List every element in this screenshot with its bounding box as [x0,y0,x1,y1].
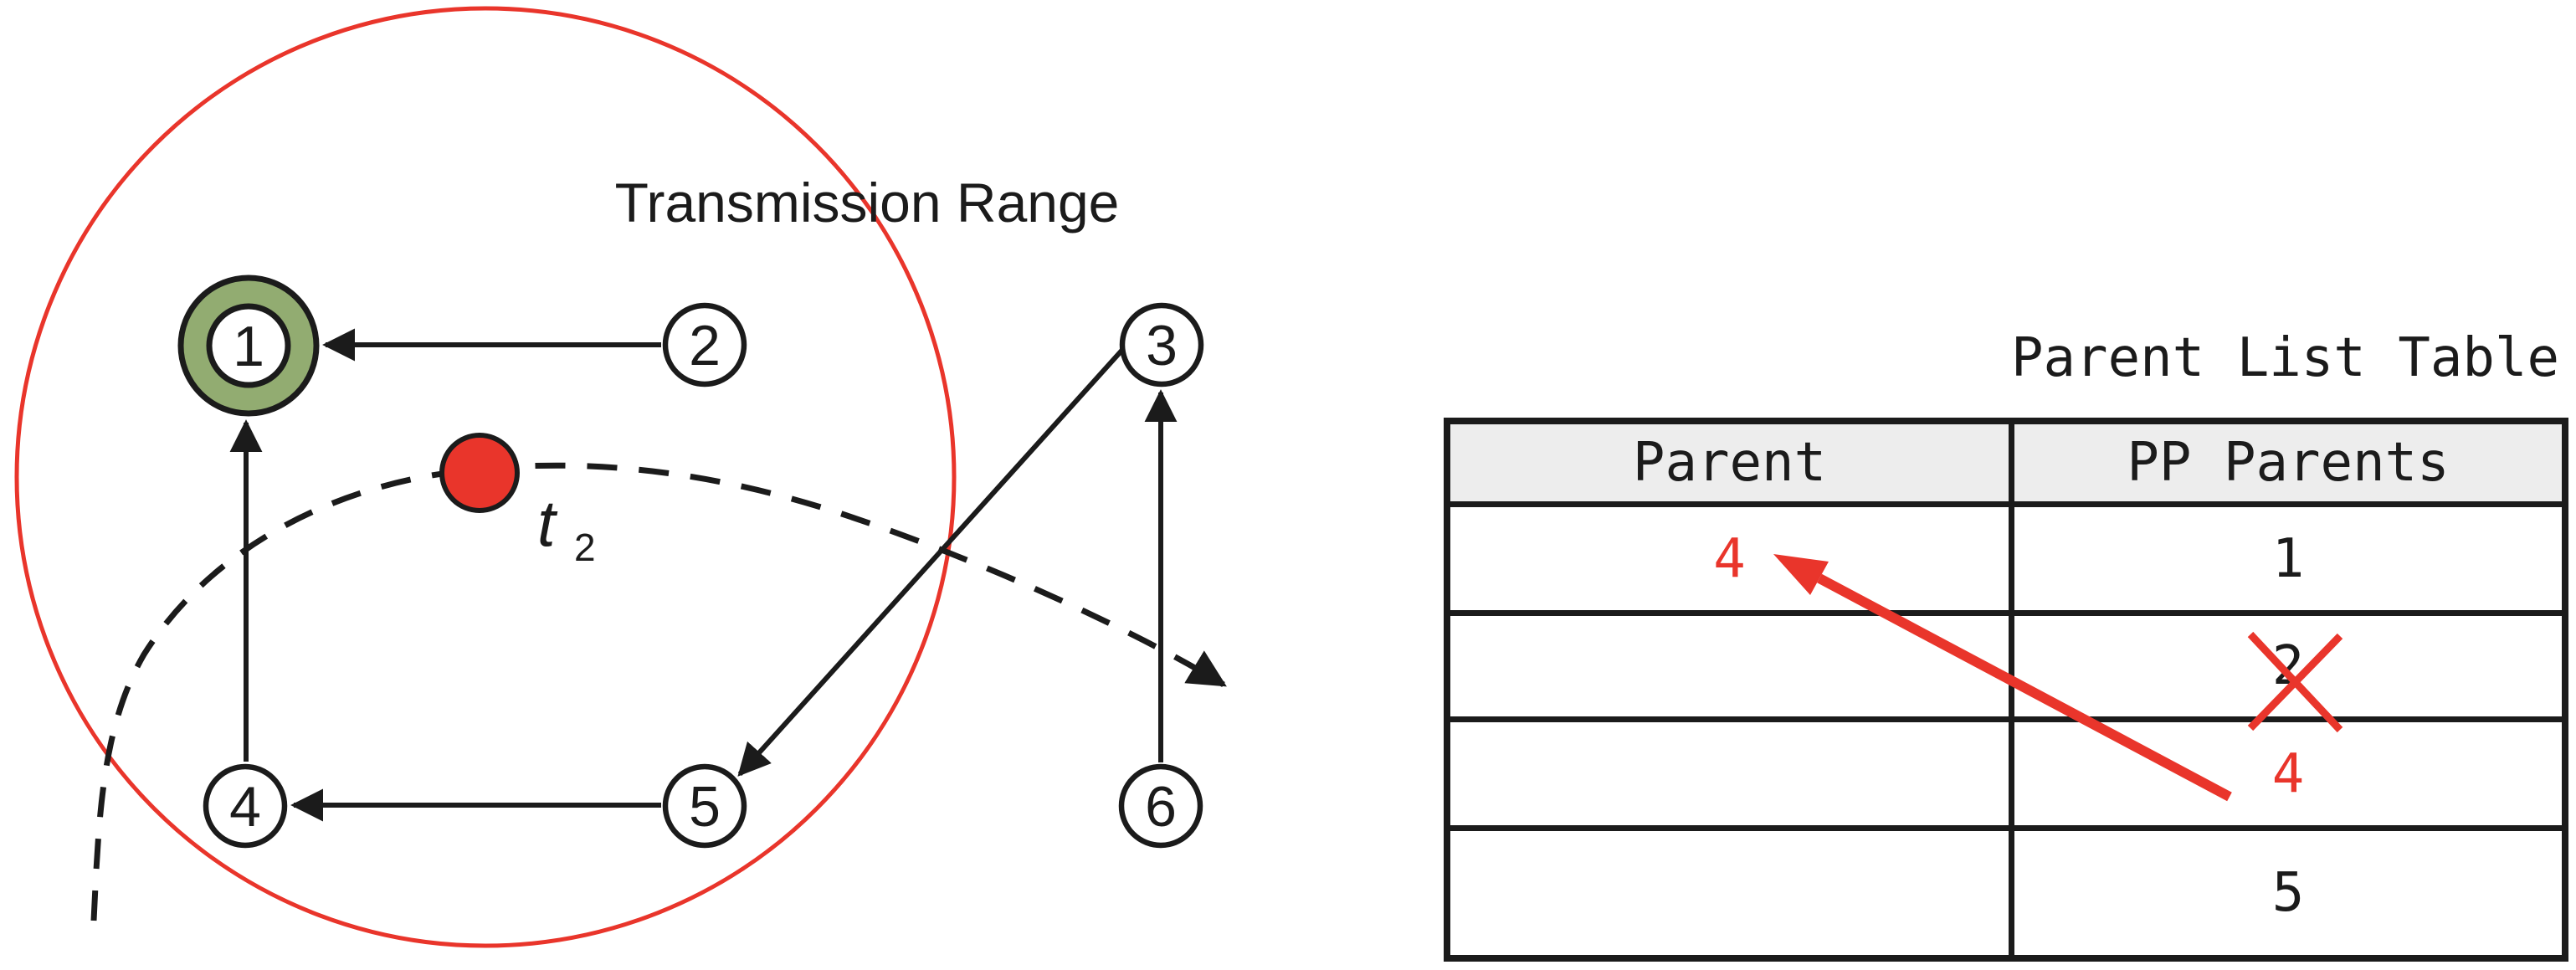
node-3: 3 [1119,302,1204,387]
node-1-green-ring [177,275,320,417]
parent-cell-row2 [1450,616,2014,716]
column-header-pp-parents: PP Parents [2014,424,2562,501]
table-row: 2 [1450,616,2562,722]
node-4-label: 4 [229,775,261,839]
node-5-label: 5 [689,775,721,839]
node-2-label: 2 [689,314,721,377]
node-1-circle [206,303,291,388]
mobile-node-trajectory-arrow [90,462,1227,921]
edge-3-to-5 [737,347,1125,777]
pp-cell-row3: 4 [2271,742,2305,805]
node-3-label: 3 [1146,314,1178,377]
parent-list-table: Parent PP Parents 4 1 2 4 5 [1444,418,2568,962]
pp-cell-row1: 1 [2271,527,2305,590]
node-5: 5 [662,763,747,849]
t2-subscript: 2 [574,526,596,569]
node-4: 4 [203,763,288,849]
parent-list-table-title: Parent List Table [2010,327,2559,389]
parent-cell-row3 [1450,722,2014,825]
table-row: 5 [1450,831,2562,955]
mobile-node-t2-dot [439,433,520,513]
t2-label: t [537,486,558,560]
transmission-range-label: Transmission Range [615,172,1120,234]
column-header-parent: Parent [1450,424,2014,501]
transmission-range-circle [14,6,957,948]
node-1-highlighted: 1 [177,275,320,417]
node-2: 2 [662,302,747,387]
parent-cell-row4 [1450,831,2014,955]
table-header-row: Parent PP Parents [1450,424,2562,507]
pp-cell-row4: 5 [2271,862,2305,924]
table-row: 4 [1450,722,2562,831]
node-1-label: 1 [233,315,264,378]
parent-cell-row1: 4 [1450,507,2014,610]
node-6: 6 [1118,763,1203,849]
pp-cell-row2-crossed-out: 2 [2271,635,2305,697]
node-6-label: 6 [1145,775,1177,839]
table-row: 4 1 [1450,507,2562,616]
